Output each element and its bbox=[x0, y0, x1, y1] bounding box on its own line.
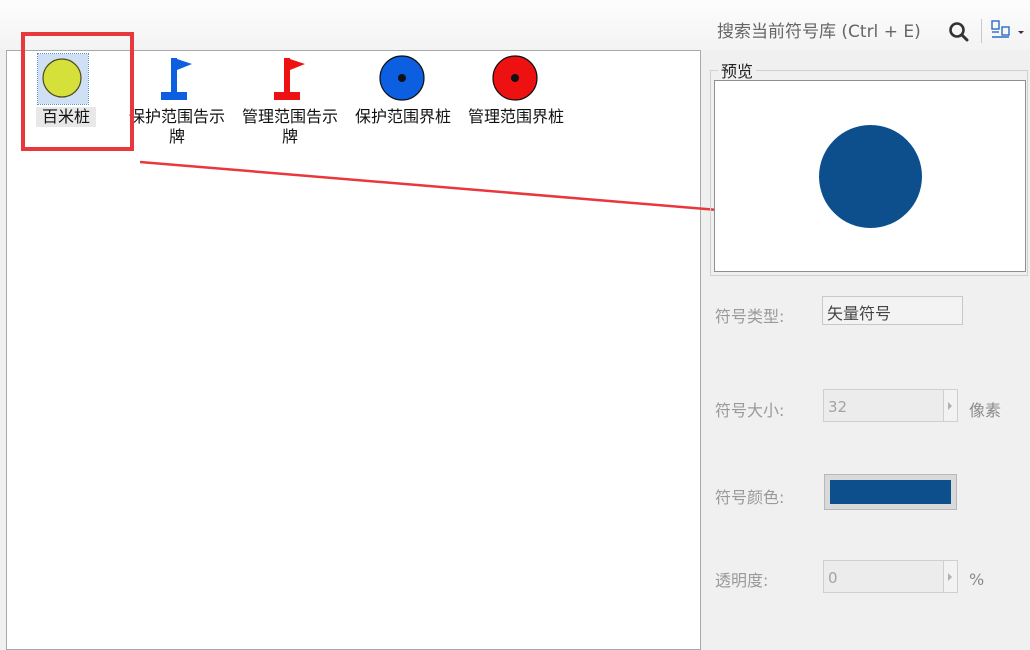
opacity-stepper[interactable]: 0 bbox=[823, 560, 958, 593]
opacity-value: 0 bbox=[828, 569, 838, 587]
symbol-label: 百米桩 bbox=[36, 107, 96, 127]
blue-flag-icon bbox=[152, 54, 202, 104]
stepper-arrow-icon[interactable] bbox=[943, 561, 957, 592]
preview-group bbox=[710, 70, 1028, 276]
opacity-label: 透明度: bbox=[715, 571, 769, 590]
preview-canvas bbox=[714, 80, 1026, 272]
toolbar-separator bbox=[981, 19, 982, 43]
red-flag-icon bbox=[265, 54, 315, 104]
size-unit: 像素 bbox=[969, 401, 1002, 420]
symbol-list: 百米桩 保护范围告示牌 管理范围告示牌 保护范围界桩 bbox=[6, 50, 701, 650]
blue-dot-circle-icon bbox=[378, 54, 428, 104]
symbol-type-value: 矢量符号 bbox=[822, 296, 963, 325]
symbol-search bbox=[713, 18, 975, 46]
symbol-color-button[interactable] bbox=[824, 474, 957, 510]
symbol-label: 管理范围界桩 bbox=[467, 107, 564, 126]
symbol-color-label: 符号颜色: bbox=[715, 488, 785, 507]
search-input[interactable] bbox=[713, 19, 941, 45]
preview-symbol bbox=[819, 125, 922, 228]
symbol-label: 保护范围界桩 bbox=[354, 107, 451, 126]
preview-title: 预览 bbox=[718, 58, 757, 82]
red-dot-circle-icon bbox=[491, 54, 541, 104]
search-icon[interactable] bbox=[946, 20, 972, 44]
view-mode-icon[interactable] bbox=[989, 18, 1027, 44]
symbol-label: 管理范围告示牌 bbox=[241, 107, 338, 146]
stepper-arrow-icon[interactable] bbox=[943, 390, 957, 421]
symbol-size-stepper[interactable]: 32 bbox=[823, 389, 958, 422]
color-swatch bbox=[830, 480, 951, 504]
symbol-size-value: 32 bbox=[828, 398, 848, 416]
symbol-size-label: 符号大小: bbox=[715, 401, 785, 420]
symbol-label: 保护范围告示牌 bbox=[128, 107, 225, 146]
yellow-circle-icon bbox=[37, 53, 89, 105]
opacity-unit: % bbox=[969, 570, 985, 589]
symbol-type-label: 符号类型: bbox=[715, 307, 785, 326]
